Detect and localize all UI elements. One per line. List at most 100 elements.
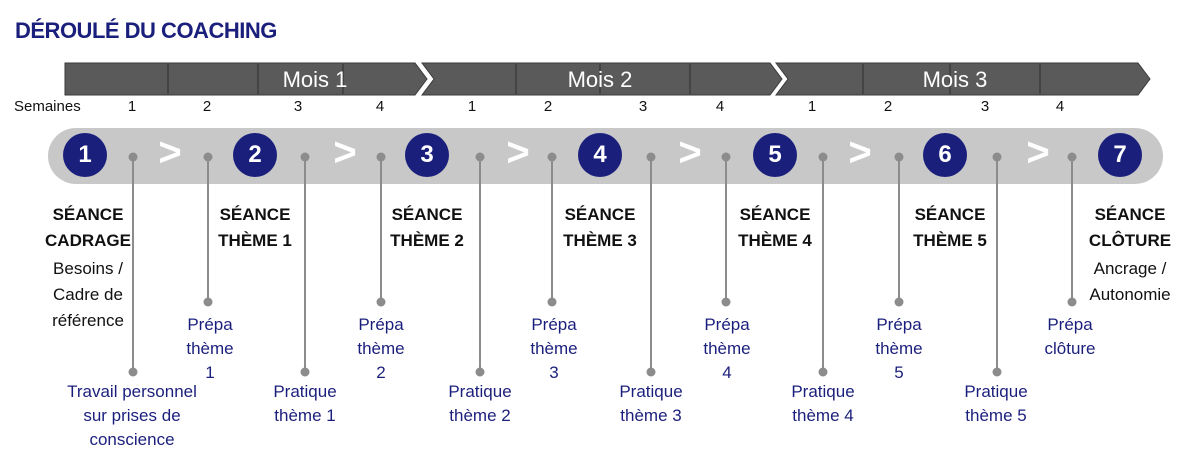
session-description-line: référence [52, 311, 124, 330]
week-number: 4 [715, 98, 725, 115]
chevron-separator: > [158, 130, 182, 175]
month-bar-1 [64, 62, 428, 96]
session-number-circle: 4 [578, 133, 622, 177]
session-title-line: SÉANCE [739, 205, 811, 224]
session-number-circle: 3 [405, 133, 449, 177]
prepa-label-line: 2 [376, 363, 386, 382]
pratique-connector-4-dot-top [646, 152, 656, 162]
week-number: 1 [807, 98, 817, 115]
session-title-line: CLÔTURE [1088, 231, 1172, 250]
prepa-connector-1-dot-top [203, 152, 213, 162]
chevron-separator: > [848, 130, 872, 175]
pratique-label-line: conscience [89, 430, 175, 449]
month-label-1: Mois 1 [282, 67, 348, 92]
session-title: SÉANCE CLÔTURE [1089, 202, 1171, 254]
pratique-label-line: Pratique [791, 382, 855, 401]
session-description: Ancrage / Autonomie [1089, 256, 1170, 308]
session-description-line: Autonomie [1089, 285, 1171, 304]
pratique-connector-2-dot-top [300, 152, 310, 162]
prepa-label: Prépa thème 4 [703, 313, 750, 385]
week-number: 2 [543, 98, 553, 115]
weeks-label: Semaines [14, 98, 81, 115]
prepa-label-line: Prépa [358, 315, 404, 334]
session-title-line: THÈME 3 [563, 231, 637, 250]
session-title: SÉANCE THÈME 2 [390, 202, 464, 254]
pratique-label: Pratique thème 4 [791, 380, 854, 428]
week-number: 2 [202, 98, 212, 115]
pratique-connector-4-dot-bottom [646, 367, 656, 377]
pratique-connector-5-dot-top [818, 152, 828, 162]
prepa-label-line: Prépa [531, 315, 577, 334]
chevron-separator: > [1026, 130, 1050, 175]
session-title-line: SÉANCE [1094, 205, 1166, 224]
session-title-line: SÉANCE [391, 205, 463, 224]
session-number-circle: 1 [63, 133, 107, 177]
session-title-line: SÉANCE [52, 205, 124, 224]
week-number: 2 [883, 98, 893, 115]
pratique-label: Pratique thème 1 [273, 380, 336, 428]
prepa-label: Prépa thème 5 [875, 313, 922, 385]
week-number: 3 [638, 98, 648, 115]
session-title-line: THÈME 1 [218, 231, 292, 250]
month-label-3: Mois 3 [922, 67, 988, 92]
week-number: 3 [293, 98, 303, 115]
prepa-label-line: 4 [722, 363, 732, 382]
prepa-connector-6-dot-bottom [1067, 297, 1077, 307]
prepa-connector-4-dot-bottom [721, 297, 731, 307]
session-title-line: SÉANCE [914, 205, 986, 224]
prepa-connector-1-dot-bottom [203, 297, 213, 307]
chevron-separator: > [506, 130, 530, 175]
pratique-connector-6-dot-top [992, 152, 1002, 162]
session-number-circle: 7 [1098, 133, 1142, 177]
session-title-line: THÈME 4 [738, 231, 812, 250]
month-bar-2 [421, 62, 783, 96]
pratique-connector-5-dot-bottom [818, 367, 828, 377]
pratique-connector-3-dot-bottom [475, 367, 485, 377]
week-number: 3 [980, 98, 990, 115]
pratique-connector-1-dot-top [128, 152, 138, 162]
pratique-connector-2-dot-bottom [300, 367, 310, 377]
month-label-2: Mois 2 [567, 67, 633, 92]
prepa-label-line: 5 [894, 363, 904, 382]
session-number-circle: 5 [753, 133, 797, 177]
session-title-line: THÈME 2 [390, 231, 464, 250]
session-description-line: Ancrage / [1093, 259, 1167, 278]
pratique-label-line: Pratique [273, 382, 337, 401]
prepa-label-line: Prépa [876, 315, 922, 334]
prepa-label-line: 1 [205, 363, 215, 382]
pratique-label-line: thème 4 [792, 406, 854, 425]
prepa-label-line: thème [703, 339, 751, 358]
session-number-circle: 6 [923, 133, 967, 177]
chevron-separator: > [333, 130, 357, 175]
pratique-label-line: Pratique [448, 382, 512, 401]
session-number-circle: 2 [233, 133, 277, 177]
session-title: SÉANCE THÈME 1 [218, 202, 292, 254]
month-bar-3 [775, 62, 1151, 96]
week-number: 4 [1055, 98, 1065, 115]
session-title-line: SÉANCE [219, 205, 291, 224]
prepa-connector-5-dot-top [894, 152, 904, 162]
prepa-label-line: Prépa [704, 315, 750, 334]
prepa-label-line: thème [875, 339, 923, 358]
pratique-label-line: sur prises de [83, 406, 181, 425]
prepa-connector-2-dot-bottom [376, 297, 386, 307]
pratique-connector-1-dot-bottom [128, 367, 138, 377]
pratique-label-line: thème 5 [965, 406, 1027, 425]
prepa-connector-5-dot-bottom [894, 297, 904, 307]
pratique-connector-3-dot-top [475, 152, 485, 162]
pratique-label-line: thème 2 [449, 406, 511, 425]
pratique-connector-6-dot-bottom [992, 367, 1002, 377]
pratique-label-line: thème 1 [274, 406, 336, 425]
session-description-line: Cadre de [53, 285, 123, 304]
